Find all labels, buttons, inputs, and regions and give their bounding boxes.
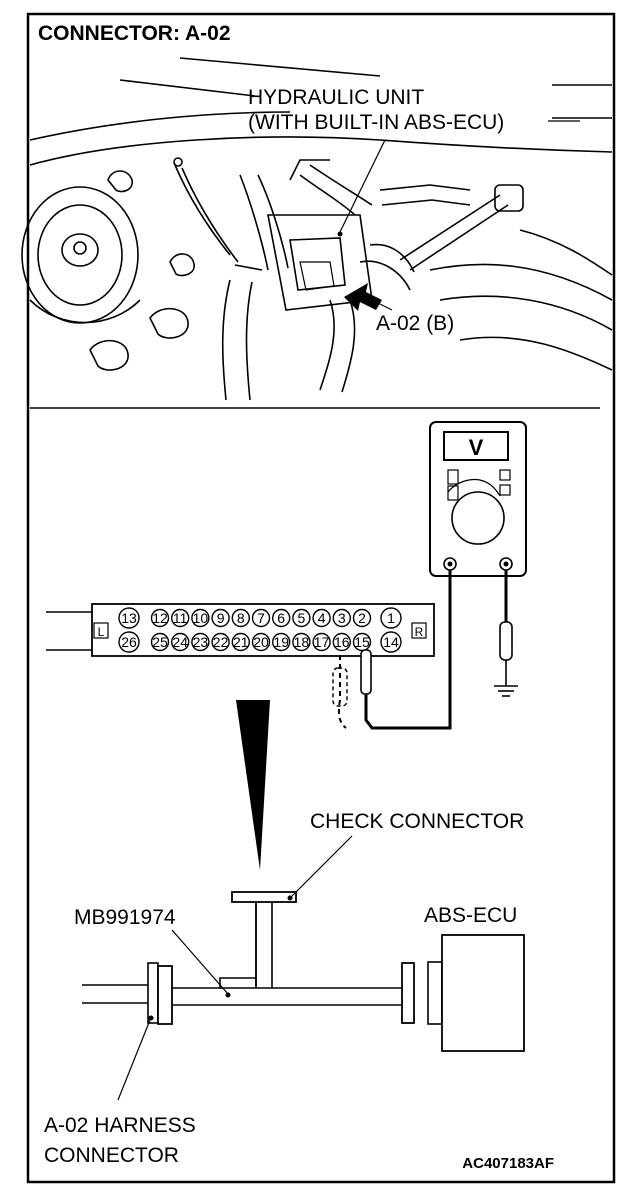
connector-location-arrow <box>344 283 382 311</box>
page-title: CONNECTOR: A-02 <box>38 22 231 45</box>
bottom-pin-label-26: 26 <box>121 634 137 650</box>
top-pin-8 <box>231 608 251 628</box>
label-harness-sub: CONNECTOR <box>44 1144 179 1167</box>
top-pin-12 <box>150 608 170 628</box>
top-pin-label-11: 11 <box>173 610 188 626</box>
outer-frame <box>26 12 616 1184</box>
top-pin-7 <box>251 608 271 628</box>
top-pin-6 <box>272 608 291 628</box>
bottom-pin-label-20: 20 <box>253 634 269 650</box>
top-pin-label-5: 5 <box>298 610 306 626</box>
bottom-pin-14 <box>380 631 402 653</box>
bottom-pin-label-25: 25 <box>152 634 168 650</box>
connector-left-mark: L <box>98 625 105 639</box>
label-harness: A-02 HARNESS <box>44 1114 196 1137</box>
bottom-pin-18 <box>292 632 311 652</box>
bottom-pin-22 <box>211 632 230 652</box>
top-pin-label-10: 10 <box>193 610 209 626</box>
back-probe-dashed <box>337 655 347 729</box>
bottom-pin-17 <box>312 632 331 652</box>
top-pin-label-7: 7 <box>257 610 265 626</box>
bottom-pin-26 <box>118 631 140 653</box>
top-pin-9 <box>211 608 230 628</box>
label-check-connector: CHECK CONNECTOR <box>310 810 524 833</box>
bottom-pin-label-21: 21 <box>233 634 249 650</box>
connector-right-mark: R <box>415 625 424 639</box>
top-pin-11 <box>170 608 190 628</box>
bottom-pin-21 <box>231 632 251 652</box>
bottom-pin-label-22: 22 <box>213 634 229 650</box>
top-pin-label-6: 6 <box>277 610 285 626</box>
bottom-pin-label-16: 16 <box>334 634 350 650</box>
view-direction-pointer <box>236 700 270 870</box>
probe-lead-positive <box>364 570 452 730</box>
top-pin-10 <box>191 608 210 628</box>
bottom-pin-label-14: 14 <box>383 634 399 650</box>
top-pin-2 <box>352 608 372 628</box>
top-pin-label-4: 4 <box>318 610 326 626</box>
bottom-pin-label-15: 15 <box>354 634 370 650</box>
probe-tip <box>360 649 372 695</box>
bottom-pin-19 <box>272 632 291 652</box>
top-pin-13 <box>118 607 140 629</box>
top-pin-1 <box>380 607 402 629</box>
top-pin-label-9: 9 <box>217 610 225 626</box>
label-connector-b: A-02 (B) <box>376 312 454 335</box>
label-abs-ecu: ABS-ECU <box>424 904 517 927</box>
bottom-pin-label-19: 19 <box>273 634 289 650</box>
bottom-pin-16 <box>332 632 351 652</box>
ground-probe <box>494 621 518 697</box>
label-hydraulic-unit: HYDRAULIC UNIT <box>248 86 424 109</box>
voltmeter <box>429 421 527 577</box>
label-mb-tool: MB991974 <box>74 906 176 929</box>
top-pin-label-2: 2 <box>358 610 366 626</box>
top-pin-5 <box>292 608 311 628</box>
harness-assembly <box>82 891 525 1052</box>
top-pin-4 <box>312 608 331 628</box>
figure-code: AC407183AF <box>462 1155 554 1172</box>
engine-bay-illustration <box>21 57 613 409</box>
top-pin-label-8: 8 <box>237 610 245 626</box>
bottom-pin-25 <box>150 632 170 652</box>
bottom-pin-24 <box>170 632 190 652</box>
bottom-pin-label-18: 18 <box>294 634 310 650</box>
top-pin-label-12: 12 <box>152 610 168 626</box>
bottom-pin-20 <box>251 632 271 652</box>
bottom-pin-label-23: 23 <box>193 634 209 650</box>
top-pin-label-1: 1 <box>387 610 395 626</box>
top-pin-3 <box>332 608 351 628</box>
top-pin-label-3: 3 <box>338 610 346 626</box>
bottom-pin-23 <box>191 632 210 652</box>
meter-symbol: V <box>469 435 484 460</box>
top-pin-label-13: 13 <box>121 610 137 626</box>
bottom-pin-label-17: 17 <box>314 634 330 650</box>
label-hydraulic-unit-sub: (WITH BUILT-IN ABS-ECU) <box>248 111 504 134</box>
bottom-pin-label-24: 24 <box>172 634 188 650</box>
